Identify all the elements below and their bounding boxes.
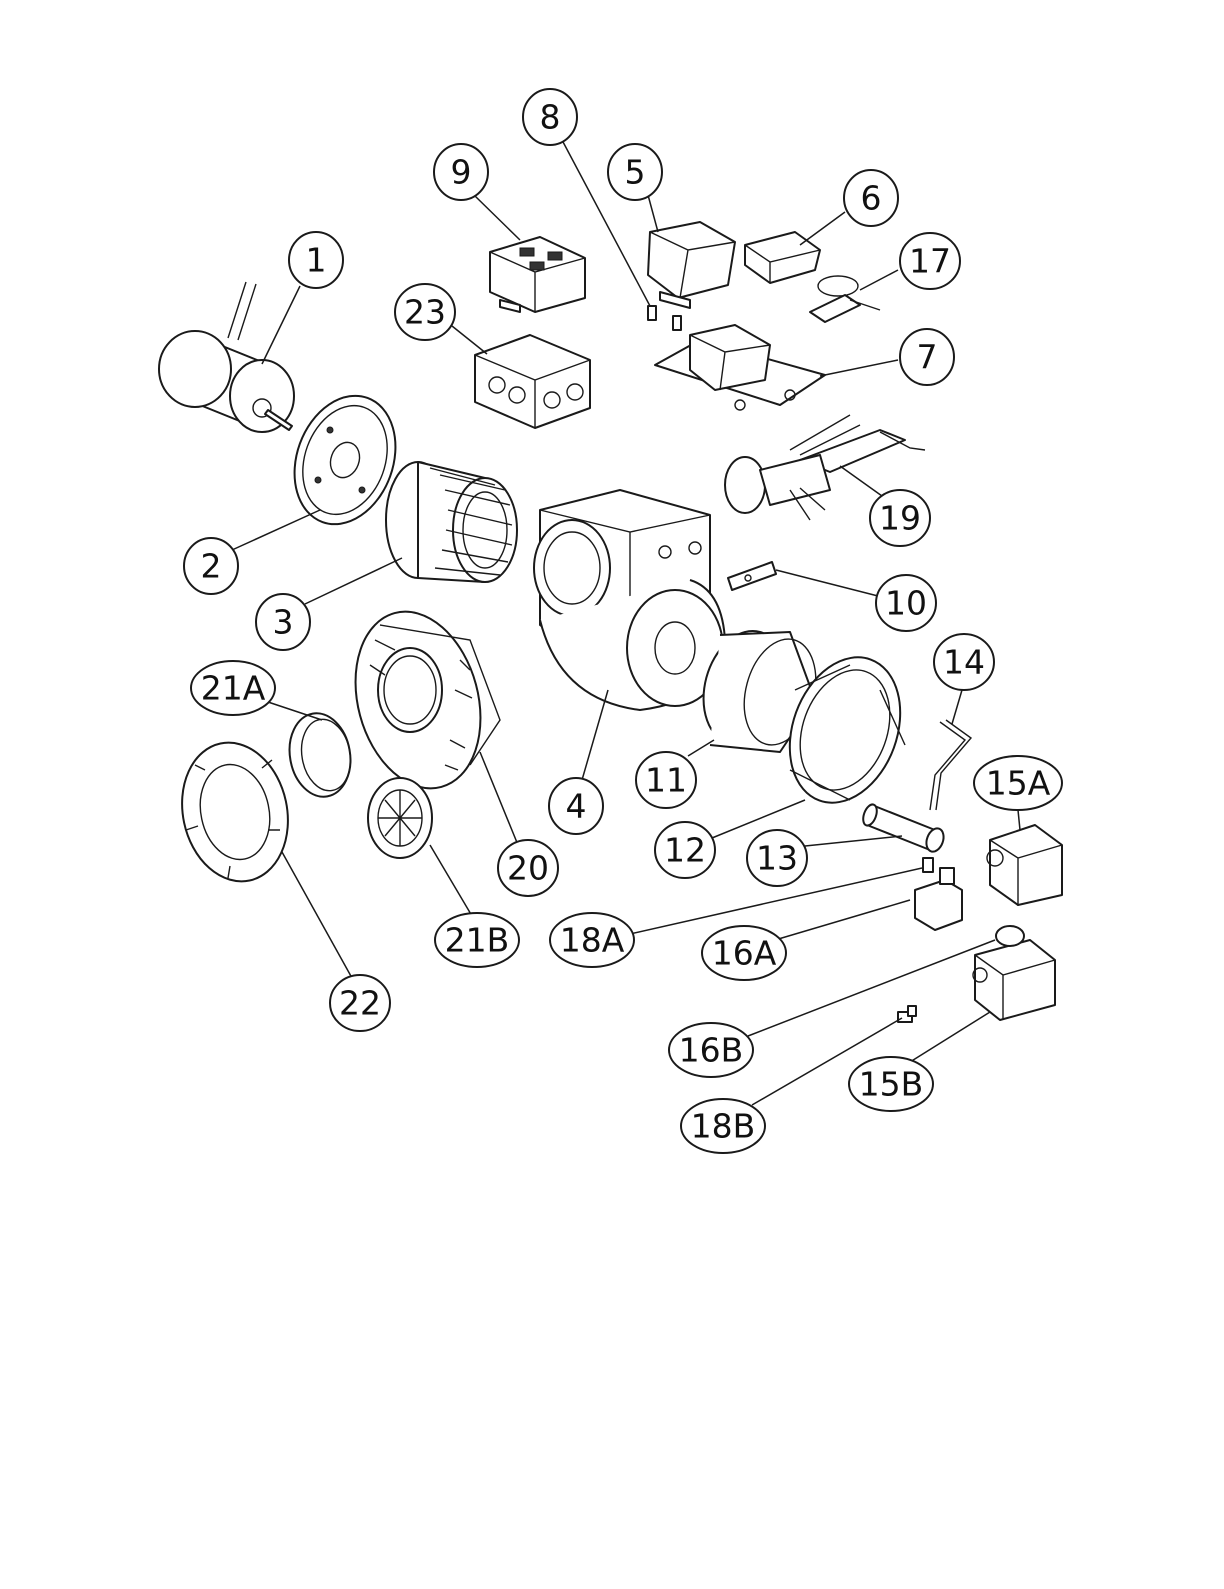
callout-2: 2: [184, 538, 238, 594]
callout-7: 7: [900, 329, 954, 385]
callout-label: 22: [339, 984, 381, 1023]
part-junction-box: [475, 335, 590, 428]
callout-label: 16A: [712, 934, 777, 973]
callout-label: 11: [645, 761, 687, 800]
part-oil-pump-a: [987, 825, 1062, 905]
callout-label: 14: [943, 643, 985, 682]
part-mounting-flange: [337, 598, 500, 803]
callout-label: 13: [756, 839, 798, 878]
callout-label: 15A: [986, 764, 1051, 803]
callout-19: 19: [870, 490, 930, 546]
part-blower-wheel: [386, 462, 517, 582]
callout-label: 6: [861, 179, 882, 218]
callout-label: 10: [885, 584, 927, 623]
callout-4: 4: [549, 778, 603, 834]
callout-12: 12: [655, 822, 715, 878]
part-oil-line: [930, 720, 971, 810]
callout-label: 21A: [201, 669, 266, 708]
callout-label: 19: [879, 499, 921, 538]
part-igniter: [648, 222, 735, 308]
part-gasket-ring: [283, 708, 357, 801]
callout-label: 12: [664, 831, 706, 870]
part-primary-control: [490, 237, 585, 312]
callout-label: 16B: [679, 1031, 744, 1070]
part-static-plate: [368, 778, 432, 858]
part-control-plate: [655, 325, 825, 410]
callout-9: 9: [434, 144, 488, 200]
callout-21a: 21A: [191, 661, 275, 715]
callout-label: 5: [625, 153, 646, 192]
callout-label: 1: [306, 241, 327, 280]
callout-1: 1: [289, 232, 343, 288]
callout-label: 21B: [445, 921, 510, 960]
callout-5: 5: [608, 144, 662, 200]
callout-label: 18A: [560, 921, 625, 960]
callout-8: 8: [523, 89, 577, 145]
part-fitting-small: [648, 306, 681, 330]
callout-label: 3: [273, 603, 294, 642]
callout-16b: 16B: [669, 1023, 753, 1077]
callout-label: 9: [451, 153, 472, 192]
callout-6: 6: [844, 170, 898, 226]
callout-10: 10: [876, 575, 936, 631]
callout-18a: 18A: [550, 913, 634, 967]
callout-15b: 15B: [849, 1057, 933, 1111]
callout-label: 15B: [859, 1065, 924, 1104]
callout-20: 20: [498, 840, 558, 896]
callout-label: 4: [566, 787, 587, 826]
part-mounting-gasket: [170, 733, 301, 892]
callout-21b: 21B: [435, 913, 519, 967]
callout-22: 22: [330, 975, 390, 1031]
callout-label: 17: [909, 242, 951, 281]
callout-11: 11: [636, 752, 696, 808]
callout-18b: 18B: [681, 1099, 765, 1153]
callout-16a: 16A: [702, 926, 786, 980]
callout-label: 23: [404, 293, 446, 332]
part-cad-cell: [810, 276, 880, 322]
part-cover: [745, 232, 820, 283]
part-oil-pump-b: [973, 926, 1055, 1020]
callout-17: 17: [900, 233, 960, 289]
callout-label: 2: [201, 547, 222, 586]
callout-label: 20: [507, 849, 549, 888]
callout-3: 3: [256, 594, 310, 650]
callout-label: 18B: [691, 1107, 756, 1146]
callout-15a: 15A: [974, 756, 1062, 810]
callout-14: 14: [934, 634, 994, 690]
part-motor: [159, 282, 294, 432]
part-blast-tube: [861, 803, 947, 854]
callout-label: 7: [917, 338, 938, 377]
callout-13: 13: [747, 830, 807, 886]
part-fitting-18a: [923, 858, 933, 872]
callout-label: 8: [540, 98, 561, 137]
callout-23: 23: [395, 284, 455, 340]
part-solenoid-a: [915, 868, 962, 930]
part-burner-housing: [534, 490, 725, 710]
part-bracket: [728, 562, 776, 590]
